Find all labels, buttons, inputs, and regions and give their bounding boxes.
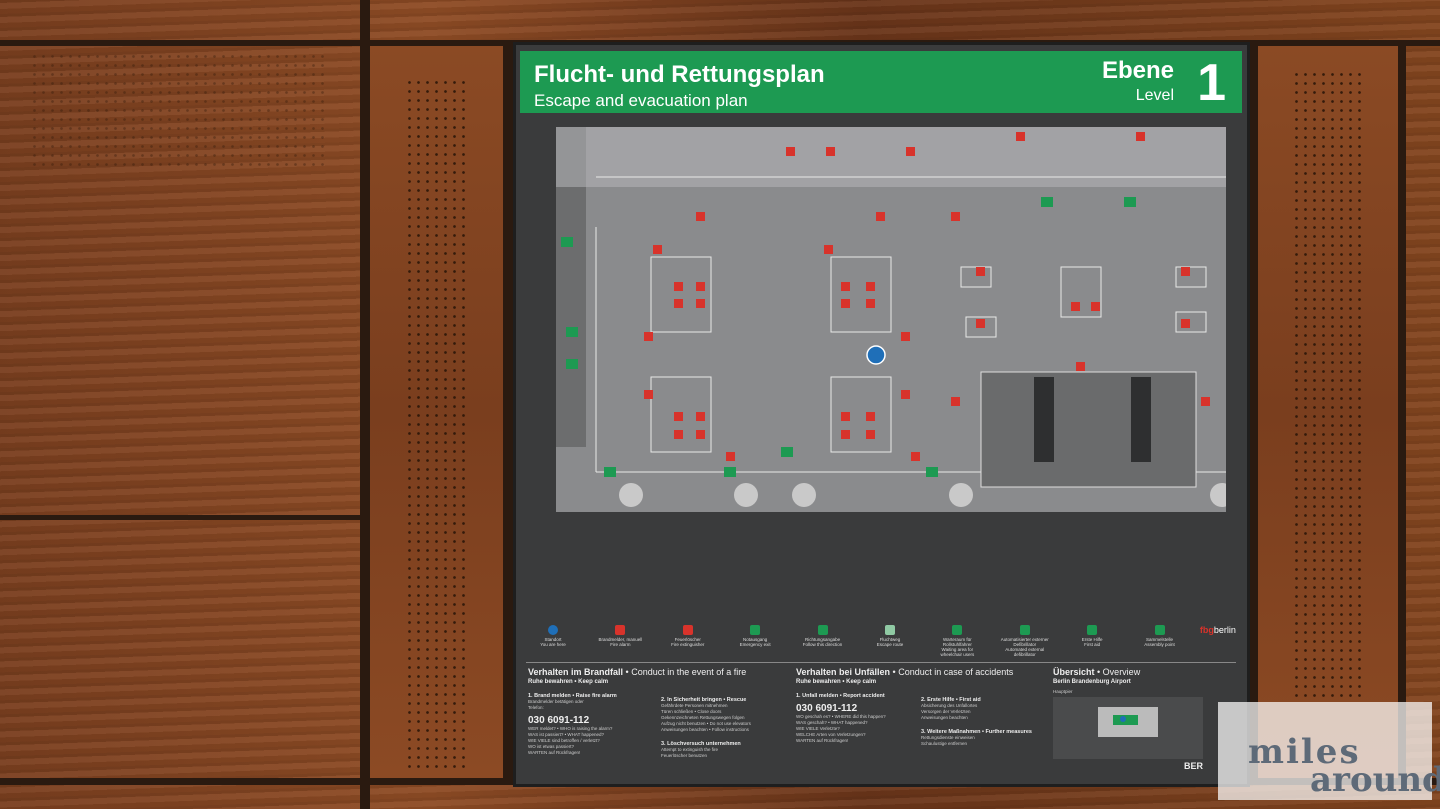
wall-seam — [503, 40, 513, 785]
fire-phone-number: 030 6091-112 — [528, 715, 590, 726]
legend-divider — [526, 662, 1236, 663]
wall-seam — [1398, 40, 1406, 785]
perforation-pattern — [1292, 70, 1362, 700]
ber-logo: BER — [1183, 761, 1203, 771]
accident-phone-number: 030 6091-112 — [796, 703, 858, 714]
overview-map — [1053, 697, 1203, 759]
fire-heading: Verhalten im Brandfall • Conduct in the … — [528, 667, 747, 677]
fbb-logo: fbgberlin — [1199, 625, 1236, 635]
escalator-hall — [980, 371, 1197, 488]
plan-header: Flucht- und Rettungsplan Escape and evac… — [520, 51, 1242, 113]
north-rooms — [556, 127, 1226, 187]
watermark: miles around — [1218, 702, 1440, 800]
overview-section: Übersicht • Overview Berlin Brandenburg … — [1053, 667, 1203, 771]
fire-instructions-right: 2. In Sicherheit bringen • Rescue Gefähr… — [661, 697, 751, 758]
accident-heading: Verhalten bei Unfällen • Conduct in case… — [796, 667, 1014, 677]
accident-instructions-right: 2. Erste Hilfe • First aid Absicherung d… — [921, 697, 1032, 746]
plan-title-en: Escape and evacuation plan — [534, 91, 748, 110]
level-label-de: Ebene — [1101, 57, 1174, 84]
wall-seam — [360, 0, 370, 809]
perforation-pattern — [405, 78, 471, 768]
level-label-en: Level — [1135, 87, 1174, 104]
perforation-pattern — [30, 52, 330, 172]
floor-plan — [556, 127, 1226, 512]
level-number: 1 — [1197, 54, 1226, 112]
wall-seam — [0, 515, 370, 520]
fire-instructions: Verhalten im Brandfall • Conduct in the … — [528, 667, 778, 756]
wall-seam — [1250, 40, 1258, 785]
you-are-here-marker — [866, 345, 886, 365]
accident-instructions: Verhalten bei Unfällen • Conduct in case… — [796, 667, 1046, 744]
fire-extinguisher-markers — [644, 132, 1210, 461]
plan-title-de: Flucht- und Rettungsplan — [534, 61, 825, 88]
emergency-exit-markers — [561, 197, 1136, 477]
evacuation-plan-board: Flucht- und Rettungsplan Escape and evac… — [513, 42, 1250, 787]
